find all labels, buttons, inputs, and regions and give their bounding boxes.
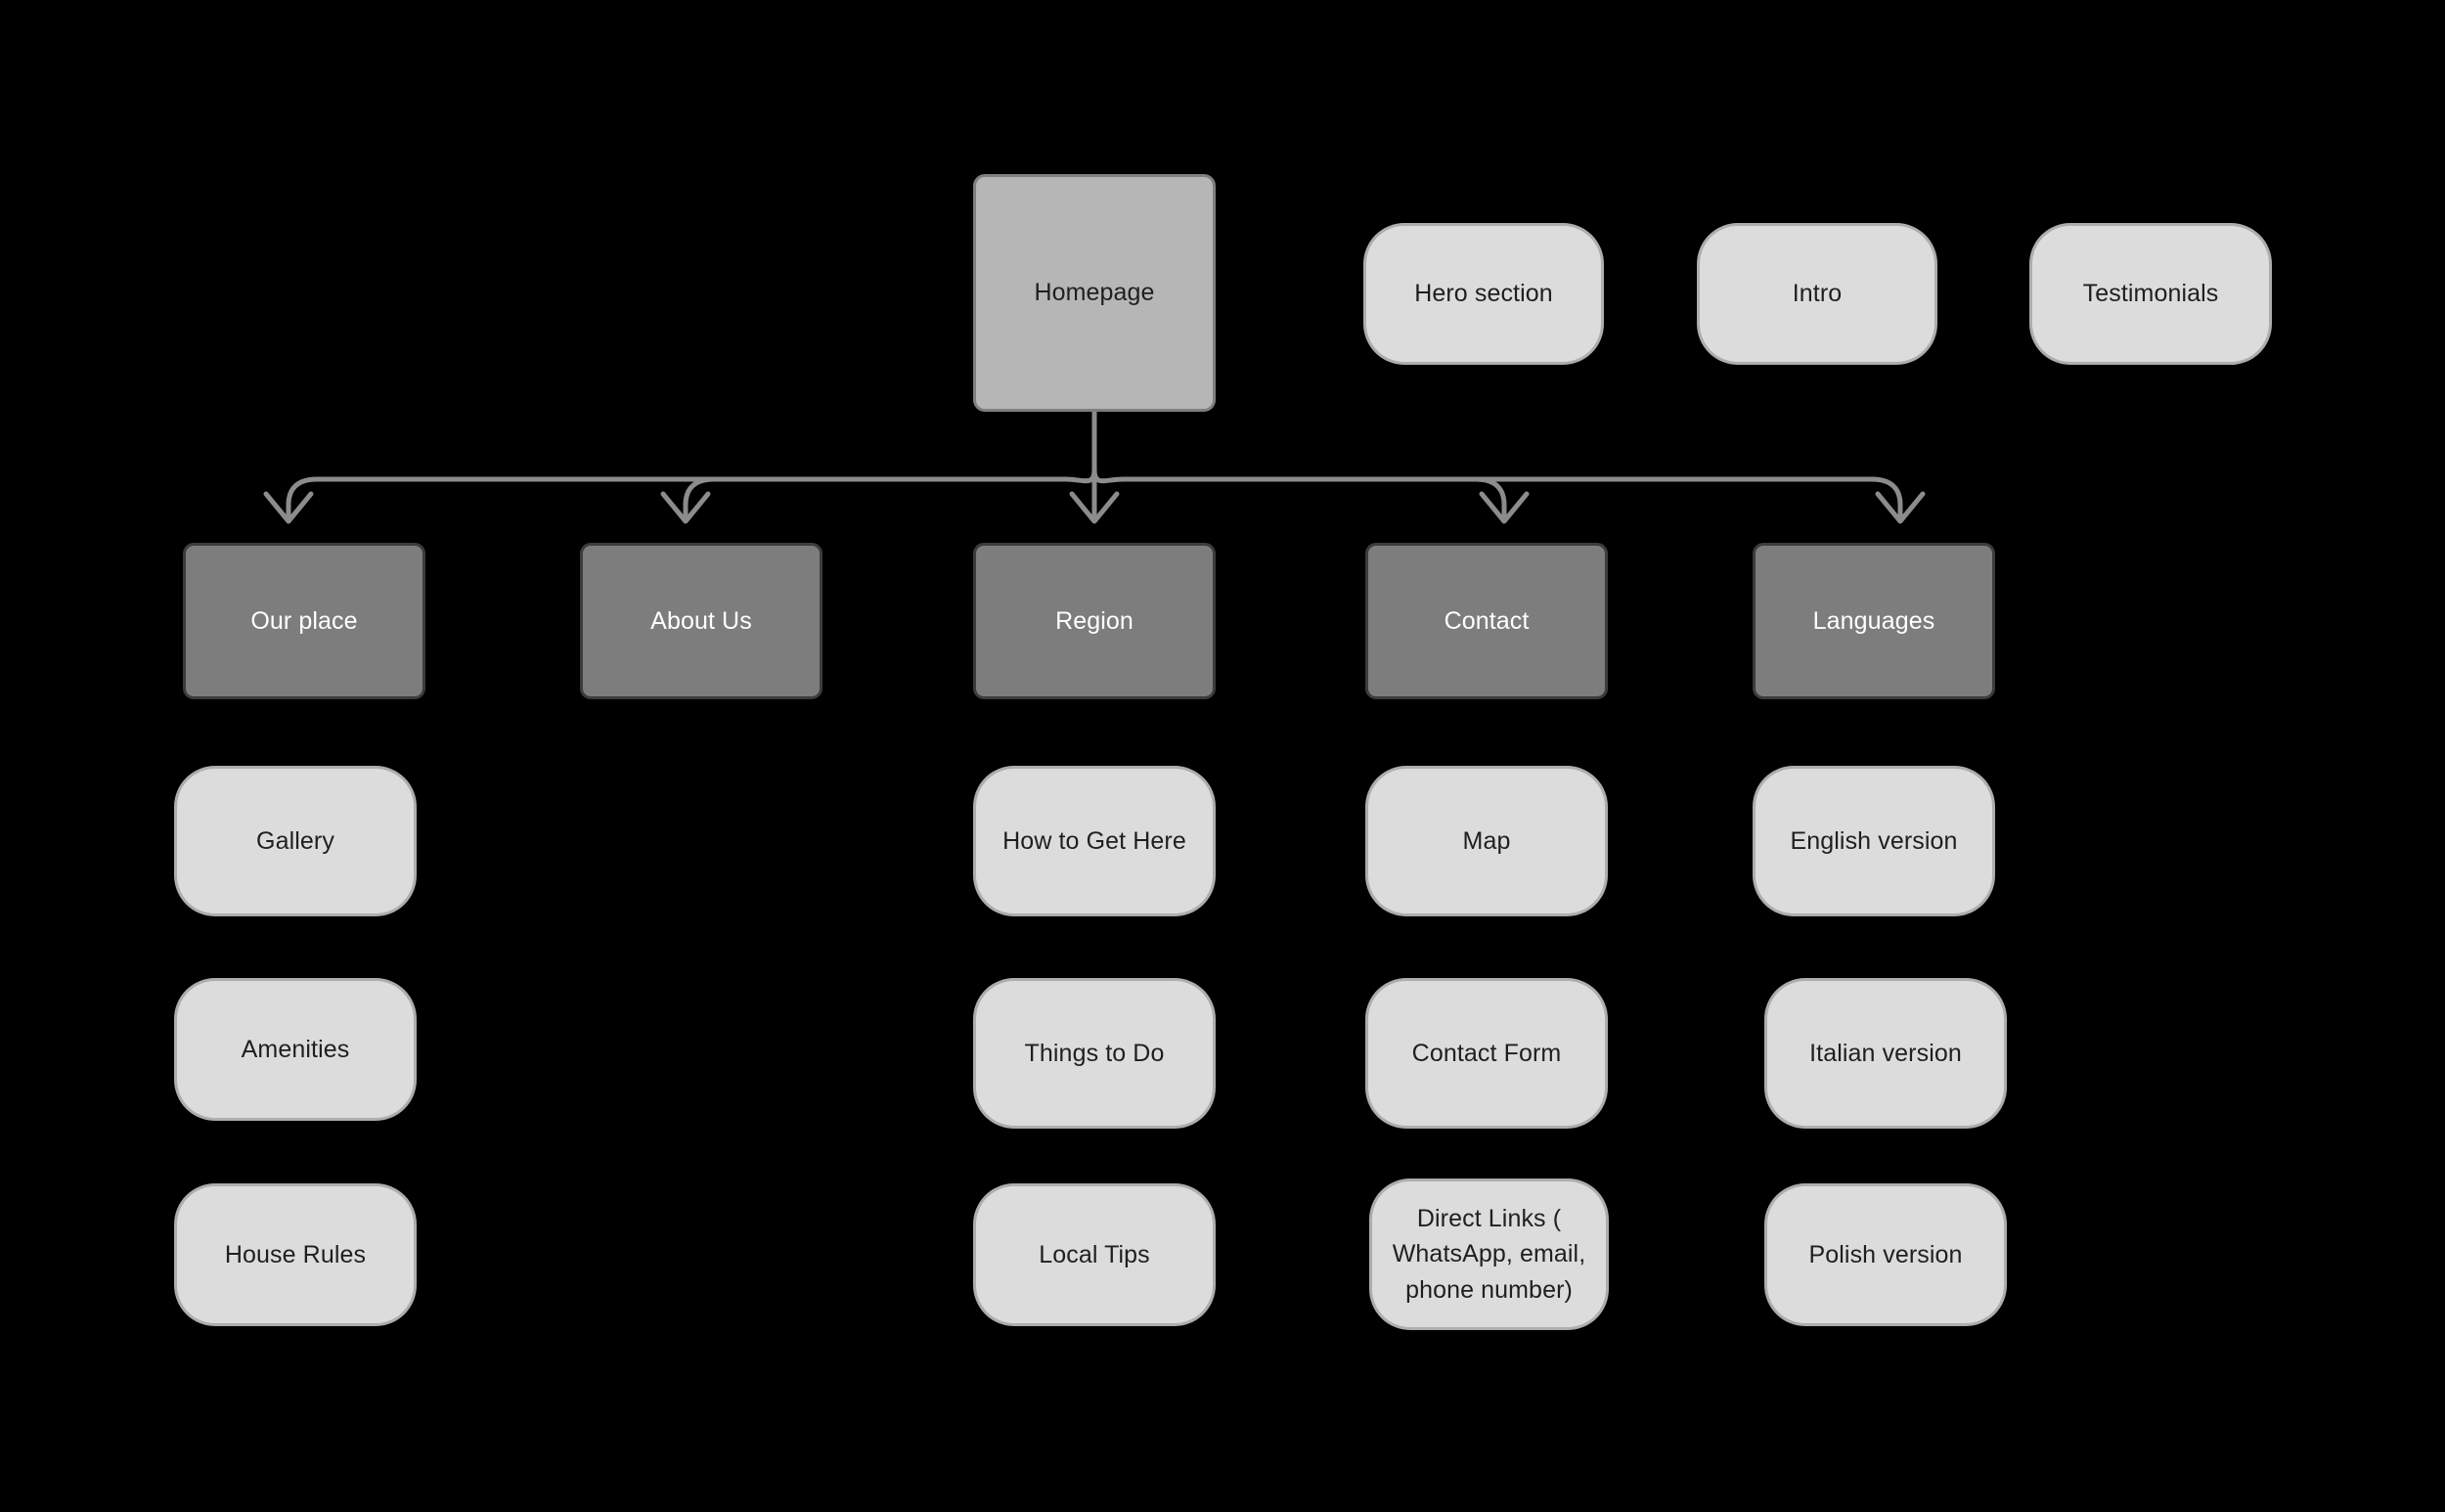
node-label-english-version: English version [1790,826,1958,855]
node-label-how-to-get-here: How to Get Here [1002,826,1186,855]
node-label-contact: Contact [1444,606,1530,635]
node-label-local-tips: Local Tips [1039,1240,1150,1268]
node-label-things-to-do: Things to Do [1024,1039,1165,1067]
node-english-version[interactable]: English version [1753,766,1995,916]
node-things-to-do[interactable]: Things to Do [973,978,1216,1129]
node-languages[interactable]: Languages [1753,543,1995,699]
edge-bus-left [286,467,1097,519]
node-label-languages: Languages [1812,606,1935,635]
arrowhead-our-place [263,491,314,524]
node-label-amenities: Amenities [241,1035,350,1063]
node-label-contact-form: Contact Form [1411,1039,1562,1067]
node-testimonials[interactable]: Testimonials [2029,223,2272,365]
node-italian-version[interactable]: Italian version [1764,978,2007,1129]
node-label-intro: Intro [1792,280,1843,308]
node-amenities[interactable]: Amenities [174,978,417,1121]
node-label-testimonials: Testimonials [2082,280,2219,308]
node-contact-form[interactable]: Contact Form [1365,978,1608,1129]
node-label-house-rules: House Rules [224,1240,367,1268]
node-label-about-us: About Us [650,606,752,635]
node-gallery[interactable]: Gallery [174,766,417,916]
node-hero-section[interactable]: Hero section [1363,223,1604,365]
node-local-tips[interactable]: Local Tips [973,1183,1216,1326]
node-our-place[interactable]: Our place [183,543,425,699]
edge-drop-about-us [683,476,717,519]
arrowhead-contact [1479,491,1530,524]
node-label-region: Region [1055,606,1134,635]
edge-bus-right [1091,467,1903,519]
node-label-hero-section: Hero section [1414,280,1553,308]
node-about-us[interactable]: About Us [580,543,822,699]
node-house-rules[interactable]: House Rules [174,1183,417,1326]
node-how-to-get-here[interactable]: How to Get Here [973,766,1216,916]
node-homepage[interactable]: Homepage [973,174,1216,412]
node-contact[interactable]: Contact [1365,543,1608,699]
node-label-italian-version: Italian version [1809,1039,1962,1067]
node-label-polish-version: Polish version [1808,1240,1963,1268]
node-region[interactable]: Region [973,543,1216,699]
node-polish-version[interactable]: Polish version [1764,1183,2007,1326]
node-label-our-place: Our place [250,606,358,635]
arrowhead-about-us [660,491,711,524]
node-map[interactable]: Map [1365,766,1608,916]
node-label-map: Map [1462,826,1511,855]
arrowhead-region [1069,491,1120,524]
node-label-direct-links: Direct Links ( WhatsApp, email, phone nu… [1392,1205,1586,1304]
node-label-gallery: Gallery [256,826,334,855]
edge-drop-contact [1473,476,1507,519]
node-intro[interactable]: Intro [1697,223,1937,365]
arrowhead-languages [1875,491,1926,524]
node-direct-links[interactable]: Direct Links ( WhatsApp, email, phone nu… [1369,1178,1609,1330]
node-label-homepage: Homepage [1034,279,1155,307]
